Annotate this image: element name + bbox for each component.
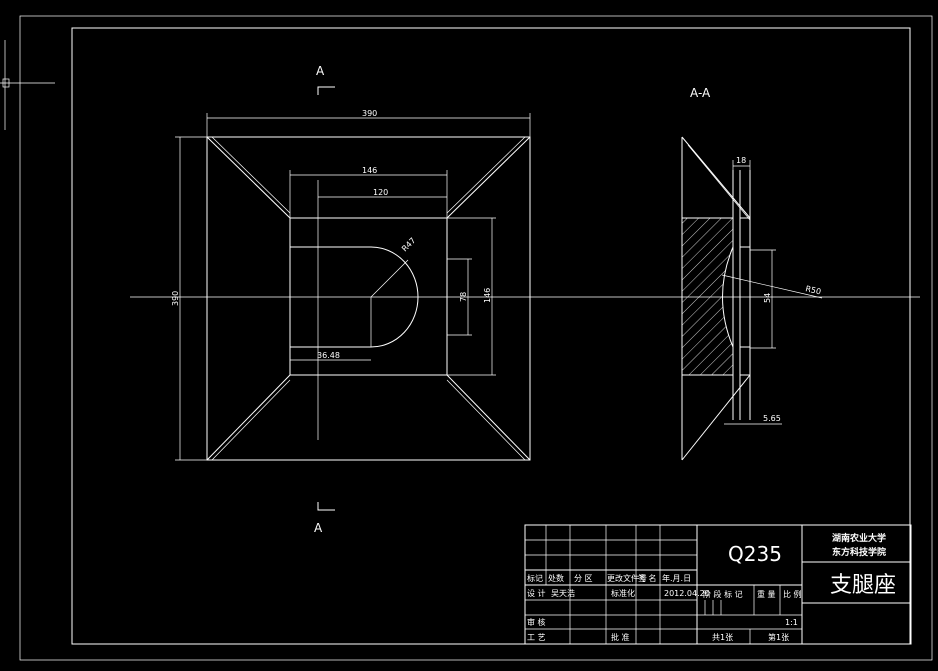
tb-design-label: 设 计 bbox=[527, 588, 546, 598]
tb-school-line2: 东方科技学院 bbox=[832, 546, 886, 558]
dim-depth: 5.65 bbox=[763, 414, 781, 423]
plan-outer-square bbox=[206, 136, 531, 461]
plan-view: A A 390 390 146 120 R47 36.48 78 bbox=[171, 64, 531, 535]
cut-label-bottom: A bbox=[314, 521, 323, 535]
dim-slot: 78 bbox=[459, 292, 468, 302]
dim-inner-hole: 120 bbox=[373, 188, 388, 197]
dim-inner-width: 146 bbox=[362, 166, 377, 175]
tb-header-cell: 处数 bbox=[548, 573, 564, 583]
section-hatch-body bbox=[681, 217, 734, 376]
dim-offset: 36.48 bbox=[317, 351, 340, 360]
outer-border bbox=[19, 15, 933, 661]
tb-process-label: 工 艺 bbox=[527, 633, 546, 642]
tb-material: Q235 bbox=[728, 542, 782, 566]
dim-outer-height: 390 bbox=[171, 291, 180, 306]
tb-header-cell: 分 区 bbox=[574, 574, 593, 583]
title-block: 湖南农业大学 东方科技学院 Q235 支腿座 标记 处数 分 区 更改文件号 签… bbox=[524, 524, 912, 645]
tb-header-cell: 更改文件号 bbox=[607, 573, 647, 583]
tb-header-cell: 年.月.日 bbox=[662, 573, 691, 583]
plan-slot-outline bbox=[290, 246, 419, 348]
plan-inner-square bbox=[289, 217, 448, 376]
tb-header-cell: 标记 bbox=[527, 573, 543, 583]
tb-sheet-no: 第1张 bbox=[768, 632, 789, 642]
dim-thickness: 18 bbox=[736, 156, 746, 165]
section-view: A-A 18 R50 54 5.65 bbox=[681, 86, 823, 461]
tb-scale-value: 1:1 bbox=[785, 618, 798, 627]
inner-border bbox=[71, 27, 911, 645]
tb-review-label: 审 核 bbox=[527, 617, 546, 627]
tb-sheets-total: 共1张 bbox=[712, 633, 733, 642]
tb-school-line1: 湖南农业大学 bbox=[832, 532, 886, 544]
crosshair-marker bbox=[0, 40, 55, 130]
tb-date: 2012.04.20 bbox=[664, 589, 710, 598]
dim-chord: 54 bbox=[763, 293, 772, 303]
tb-weight-label: 重 量 bbox=[757, 589, 776, 599]
tb-part-name: 支腿座 bbox=[830, 573, 896, 598]
dim-outer-width: 390 bbox=[362, 109, 377, 118]
tb-stage-label: 阶 段 标 记 bbox=[703, 589, 743, 599]
dim-radius-plan: R47 bbox=[400, 236, 418, 254]
section-hatch-bottom bbox=[739, 346, 751, 376]
tb-header-cell: 签 名 bbox=[638, 573, 657, 583]
tb-scale-label: 比 例 bbox=[783, 589, 802, 599]
tb-standard-label: 标准化 bbox=[611, 588, 635, 598]
dim-radius-section: R50 bbox=[805, 284, 822, 296]
dim-inner-height: 146 bbox=[483, 288, 492, 303]
cut-label-top: A bbox=[316, 64, 325, 78]
section-hatch-top bbox=[739, 217, 751, 248]
tb-designer: 吴天浩 bbox=[551, 588, 575, 598]
section-view-label: A-A bbox=[690, 86, 711, 100]
tb-approve-label: 批 准 bbox=[611, 632, 630, 642]
